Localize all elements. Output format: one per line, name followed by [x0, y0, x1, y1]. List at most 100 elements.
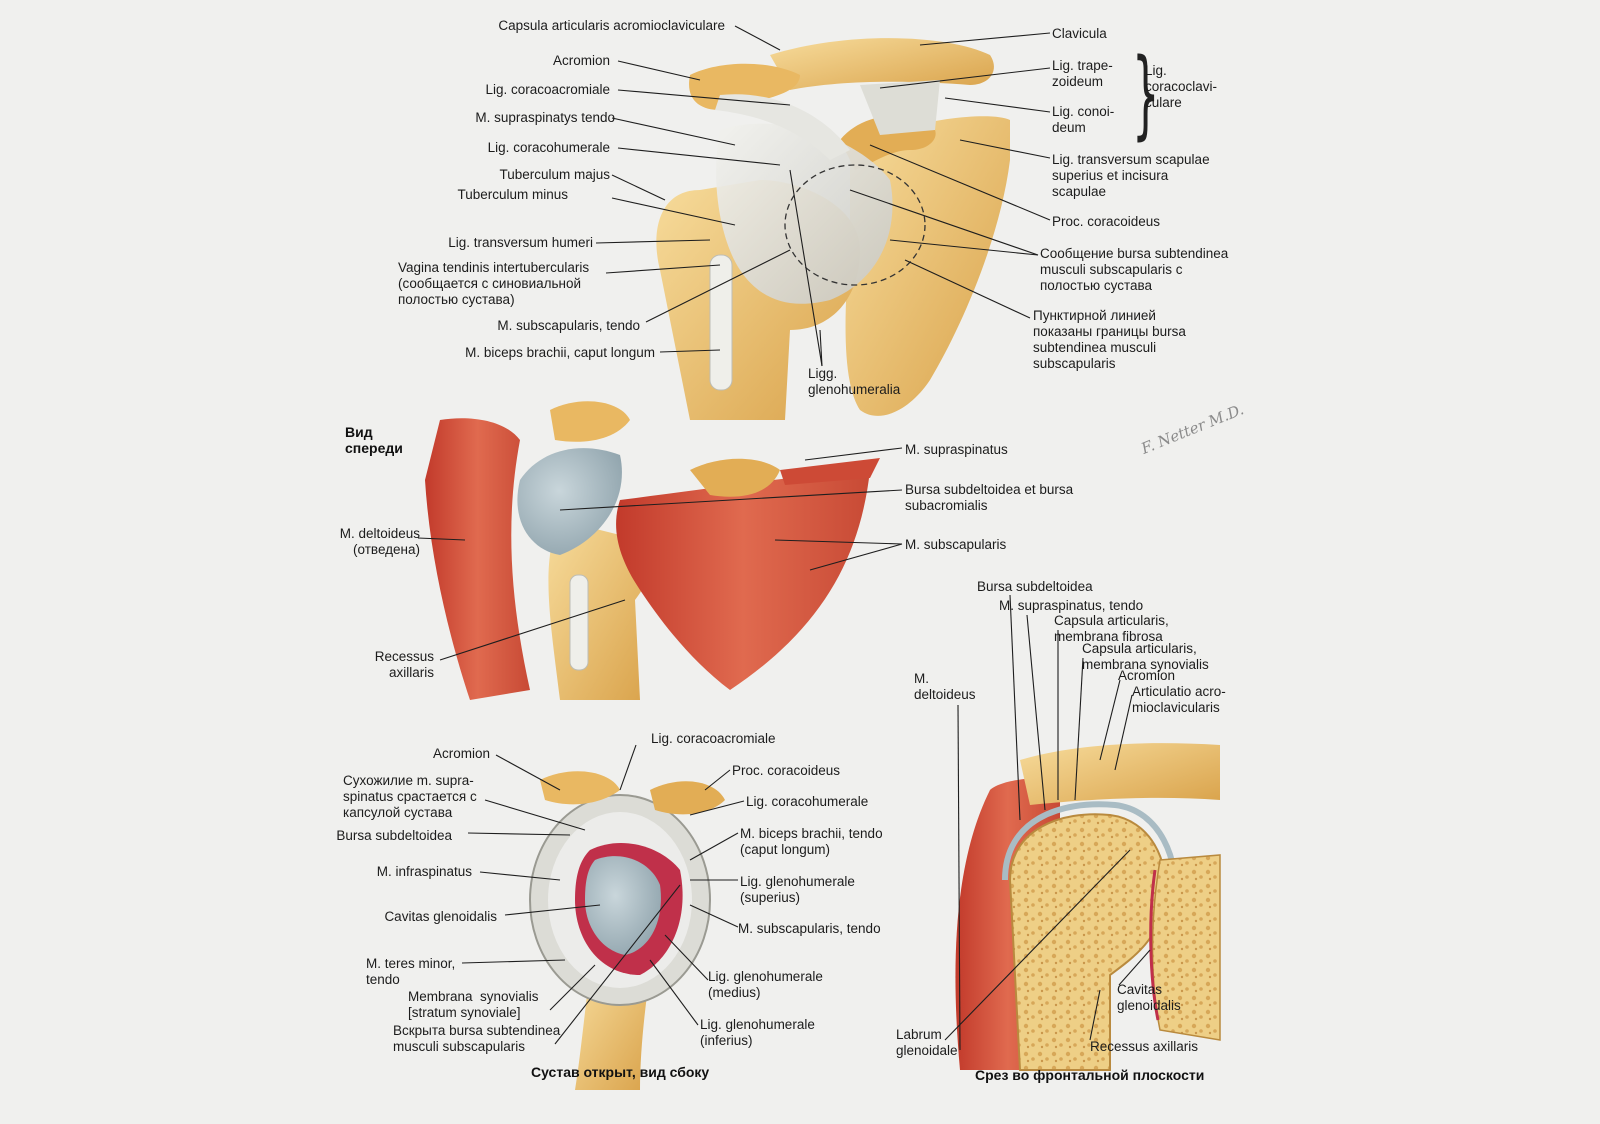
- label-deltoideus-middle: M. deltoideus (отведена): [339, 526, 420, 557]
- humeral-head-frontal: [1008, 813, 1167, 1071]
- bursa-dashed-outline: [784, 164, 926, 286]
- leader-line: [417, 537, 466, 541]
- label-proc-coracoideus-lateral: Proc. coracoideus: [732, 763, 841, 778]
- label-gh-medius: Lig. glenohumerale (medius): [708, 969, 823, 1000]
- leader-line: [664, 934, 709, 981]
- leader-line: [944, 849, 1131, 1041]
- label-recessus-middle: Recessus axillaris: [374, 649, 434, 680]
- caption-frontal-view: Срез во фронтальной плоскости: [975, 1067, 1205, 1083]
- label-membrana-synovialis: Membrana synovialis [stratum synoviale]: [408, 989, 539, 1020]
- label-subscapularis-tendo-lateral: M. subscapularis, tendo: [738, 921, 881, 936]
- leader-line: [734, 25, 781, 51]
- leader-line: [619, 744, 637, 791]
- label-lig-conoideum: Lig. conoi- deum: [1052, 104, 1115, 135]
- leader-line: [944, 97, 1051, 113]
- label-biceps-longum: M. biceps brachii, caput longum: [465, 345, 655, 360]
- label-supraspinatus-middle: M. supraspinatus: [905, 442, 1008, 457]
- lateral-view: [529, 771, 725, 1090]
- leader-line: [495, 754, 561, 791]
- brace-coracoclaviculare: }: [1132, 38, 1160, 150]
- biceps-tendon-middle: [569, 574, 589, 671]
- leader-line: [689, 832, 739, 861]
- label-recessus-frontal: Recessus axillaris: [1090, 1039, 1199, 1054]
- label-cavitas-lateral: Cavitas glenoidalis: [384, 909, 497, 924]
- leader-line: [1026, 614, 1046, 811]
- caption-front-view: Вид спереди: [345, 424, 403, 456]
- leader-line: [554, 884, 681, 1045]
- leader-line: [611, 197, 736, 226]
- label-gh-superius: Lig. glenohumerale (superius): [740, 874, 855, 905]
- label-subscapularis-middle: M. subscapularis: [905, 537, 1007, 552]
- leader-line: [559, 489, 903, 511]
- capsule-ligaments: [716, 123, 893, 304]
- leader-line: [617, 60, 701, 81]
- leader-line: [439, 599, 626, 661]
- leader-line: [645, 249, 791, 323]
- leader-line: [889, 239, 1039, 256]
- label-bursa-subdeltoidea-middle: Bursa subdeltoidea et bursa subacromiali…: [905, 482, 1074, 513]
- label-lig-coracohumerale-top: Lig. coracohumerale: [487, 140, 610, 155]
- acromion-middle: [550, 401, 630, 442]
- leader-line: [1009, 594, 1021, 821]
- leader-line: [819, 329, 823, 367]
- label-lig-transversum-humeri: Lig. transversum humeri: [448, 235, 593, 250]
- leader-line: [1114, 694, 1133, 771]
- leader-line: [1074, 657, 1084, 801]
- label-lig-coracoacromiale-lateral: Lig. coracoacromiale: [651, 731, 776, 746]
- acromion-lateral: [540, 771, 620, 805]
- label-capsula-ac: Capsula articularis acromioclaviculare: [498, 18, 725, 33]
- label-capsula-fibrosa: Capsula articularis, membrana fibrosa: [1054, 613, 1169, 644]
- leader-line: [704, 769, 731, 791]
- leader-line: [617, 147, 781, 166]
- label-proc-coracoideus-top: Proc. coracoideus: [1052, 214, 1161, 229]
- label-clavicula: Clavicula: [1052, 26, 1107, 41]
- leader-line: [595, 239, 711, 244]
- label-tuberculum-majus: Tuberculum majus: [499, 167, 610, 182]
- leader-line: [689, 800, 745, 816]
- label-tuberculum-minus: Tuberculum minus: [457, 187, 568, 202]
- leader-line: [479, 871, 561, 881]
- leader-line: [774, 539, 903, 545]
- label-biceps-tendo-lateral: M. biceps brachii, tendo (caput longum): [740, 826, 883, 857]
- glenoid-cavity: [585, 856, 661, 955]
- leader-line: [919, 32, 1051, 46]
- leader-line: [461, 959, 566, 964]
- clavicle-bone: [770, 38, 994, 90]
- leader-line: [957, 704, 961, 1051]
- biceps-tendon-top: [709, 254, 733, 391]
- supraspinatus-tendon-middle: [780, 458, 880, 485]
- leader-line: [809, 543, 903, 571]
- leader-line: [1118, 949, 1151, 986]
- top-anterior-view: [656, 38, 1010, 420]
- acromion-frontal: [1020, 743, 1220, 805]
- label-lig-coracohumerale-lateral: Lig. coracohumerale: [746, 794, 869, 809]
- label-subscapularis-tendo-top: M. subscapularis, tendo: [497, 318, 640, 333]
- leader-line: [904, 259, 1031, 319]
- coracoclavicular-ligaments: [860, 80, 940, 135]
- leader-line: [689, 904, 739, 928]
- leader-line: [649, 959, 699, 1026]
- label-articulatio-acromioclavicularis: Articulatio acro- mioclavicularis: [1132, 684, 1226, 715]
- label-bursa-subdeltoidea-lateral: Bursa subdeltoidea: [336, 828, 452, 843]
- label-lig-coracoacromiale-top: Lig. coracoacromiale: [485, 82, 610, 97]
- leader-line: [617, 89, 791, 106]
- leader-line: [1099, 679, 1121, 761]
- label-lig-transversum-scapulae: Lig. transversum scapulae superius et in…: [1052, 152, 1210, 199]
- label-acromion-top: Acromion: [552, 53, 610, 68]
- label-ligg-glenohumeralia: Ligg. glenohumeralia: [808, 366, 901, 397]
- label-bursa-subdeltoidea-frontal: Bursa subdeltoidea: [977, 579, 1093, 594]
- coracoid-middle: [690, 458, 780, 497]
- leader-line: [804, 447, 903, 461]
- leader-line: [849, 189, 1039, 256]
- label-punktirnoy: Пунктирной линией показаны границы bursa…: [1033, 308, 1186, 371]
- leader-line: [659, 349, 721, 353]
- synovial-frontal: [1149, 869, 1160, 1021]
- coracoacromial-ligament: [715, 94, 850, 160]
- label-supraspinatus-tendo-top: M. supraspinatys tendo: [475, 110, 615, 125]
- caption-lateral-view: Сустав открыт, вид сбоку: [531, 1064, 710, 1080]
- label-vagina-tendinis: Vagina tendinis intertubercularis (сообщ…: [398, 260, 590, 307]
- label-acromion-frontal: Acromion: [1118, 668, 1176, 683]
- frontal-section-view: [955, 743, 1221, 1071]
- leader-line: [959, 139, 1051, 159]
